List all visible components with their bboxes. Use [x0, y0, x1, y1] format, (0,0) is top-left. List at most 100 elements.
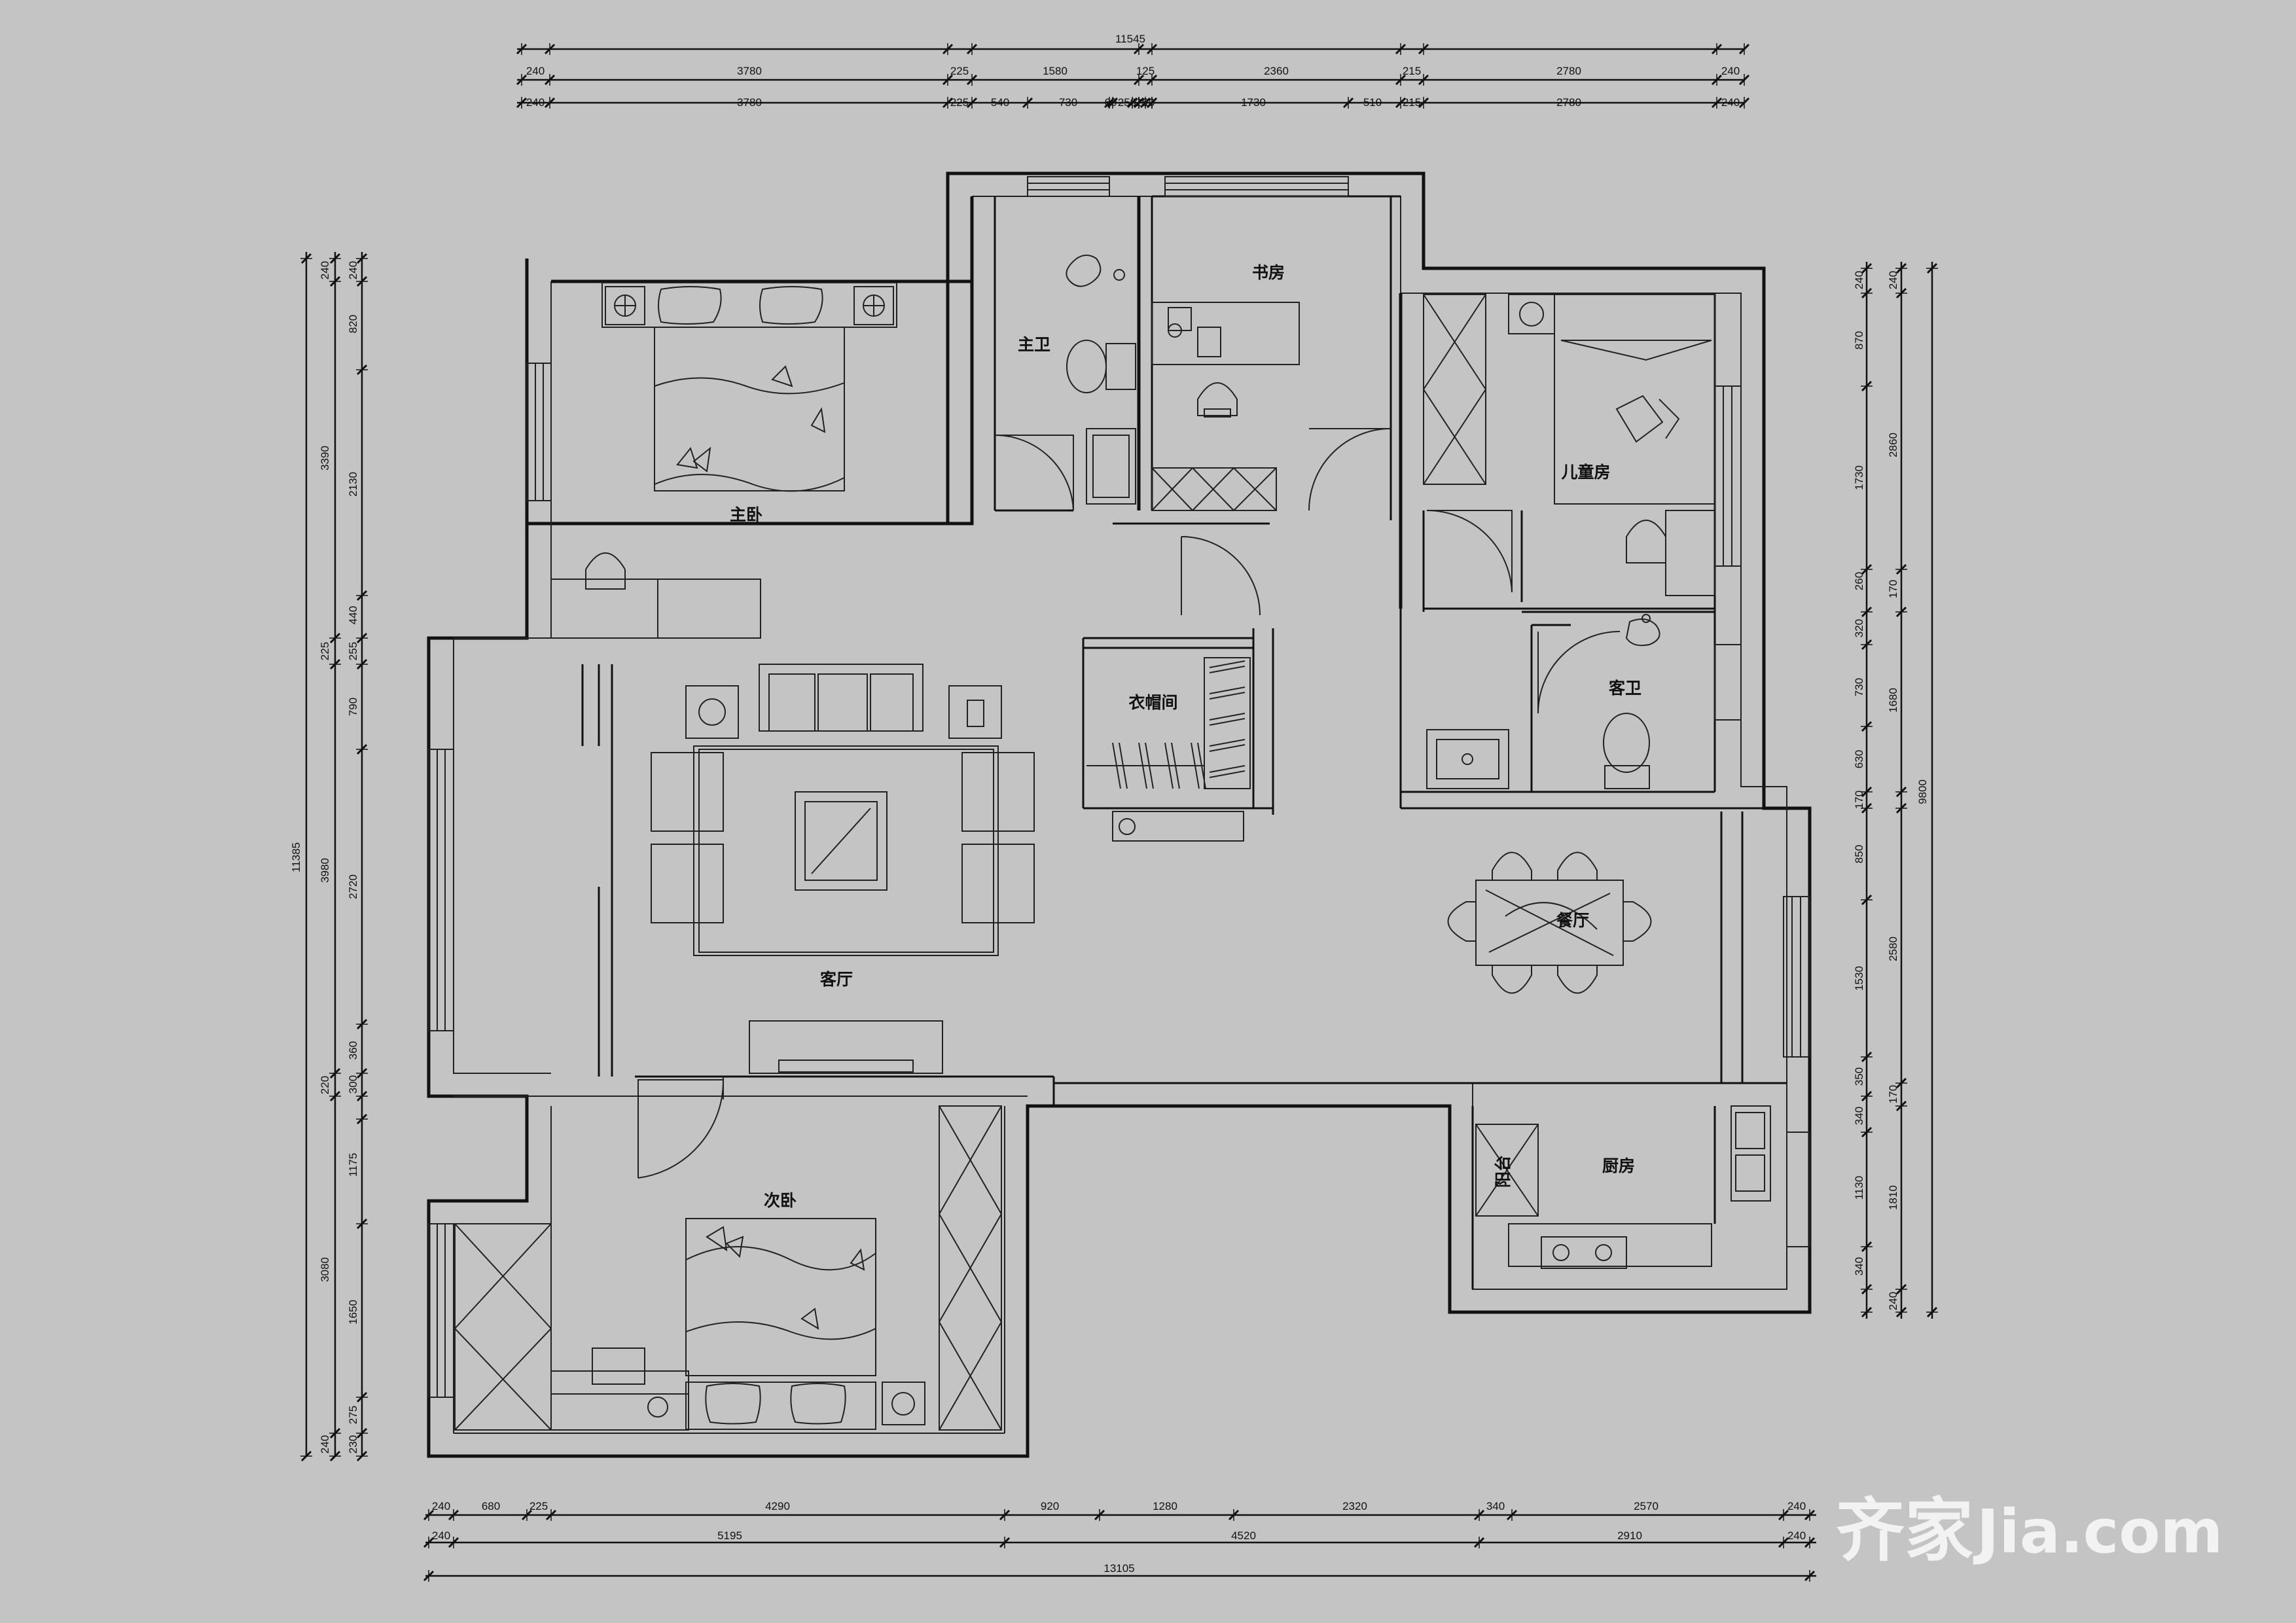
dim-top-row2-3: 540 [991, 96, 1009, 109]
watermark-domain: Jia.com [1973, 1497, 2223, 1567]
dim-bottom-row1-6: 2320 [1342, 1500, 1367, 1512]
dim-left-mid-1: 3390 [319, 446, 331, 471]
dim-left-inner-4: 255 [347, 642, 359, 660]
label-study: 书房 [1252, 263, 1285, 282]
dim-bottom-row1-9: 240 [1787, 1500, 1806, 1512]
dim-top-row1-1: 3780 [737, 65, 762, 77]
dim-left-mid-2: 225 [319, 642, 331, 660]
study-furniture [1151, 302, 1300, 511]
dim-top-row2-6: 250 [1118, 96, 1136, 109]
left-dimensions: 11385 240 3390 225 3980 220 3080 240 240 820 213… [290, 252, 368, 1462]
interior-walls [581, 195, 1787, 1289]
dim-bottom-row1-5: 1280 [1153, 1500, 1177, 1512]
dim-right-inner-6: 630 [1853, 750, 1865, 768]
dim-right-inner-2: 1730 [1853, 465, 1865, 490]
dim-right-mid-6: 1810 [1887, 1185, 1899, 1210]
dim-bottom-row1-7: 340 [1486, 1500, 1505, 1512]
dim-top-row2-4: 730 [1059, 96, 1077, 109]
dim-top-total: 11545 [1115, 33, 1145, 45]
dim-right-mid-5: 170 [1887, 1085, 1899, 1103]
dim-right-mid-2: 170 [1887, 580, 1899, 598]
dim-bottom-row1-4: 920 [1041, 1500, 1059, 1512]
dim-top-row1-5: 2360 [1264, 65, 1289, 77]
dim-top-row1-2: 225 [950, 65, 969, 77]
dim-right-total: 9800 [1916, 779, 1929, 804]
dim-left-mid-0: 240 [319, 261, 331, 279]
label-balcony: 阳台 [1494, 1155, 1513, 1188]
dim-top-row2-2: 225 [950, 96, 969, 109]
dim-top-row2-9: 1730 [1241, 96, 1266, 109]
walk-in-closet-fixtures [1086, 657, 1251, 842]
dim-left-inner-10: 1650 [347, 1300, 359, 1325]
dim-right-inner-5: 730 [1853, 678, 1865, 696]
dim-right-mid-1: 2860 [1887, 433, 1899, 457]
dim-left-mid-4: 220 [319, 1076, 331, 1094]
dim-right-mid-7: 240 [1887, 1292, 1899, 1310]
dim-right-inner-4: 320 [1853, 619, 1865, 637]
label-master-bath: 主卫 [1018, 335, 1050, 354]
dim-right-inner-8: 850 [1853, 845, 1865, 863]
dim-right-mid-0: 240 [1887, 271, 1899, 289]
windows [428, 176, 1810, 1398]
dim-left-inner-7: 360 [347, 1041, 359, 1060]
dim-left-mid-5: 3080 [319, 1257, 331, 1282]
dim-right-inner-12: 1130 [1853, 1176, 1865, 1200]
dim-left-inner-5: 790 [347, 698, 359, 716]
dim-left-inner-11: 275 [347, 1406, 359, 1424]
dim-bottom-row2-4: 240 [1787, 1529, 1806, 1542]
second-bedroom-furniture [454, 1105, 1002, 1431]
dim-left-inner-1: 820 [347, 315, 359, 333]
dim-top-row2-13: 240 [1721, 96, 1740, 109]
dim-right-inner-10: 350 [1853, 1067, 1865, 1086]
master-bedroom-furniture [550, 282, 897, 639]
dim-top-row2-7: 25 [1136, 96, 1148, 109]
dim-bottom-row2-0: 240 [432, 1529, 450, 1542]
dim-top-row2-10: 510 [1363, 96, 1382, 109]
dim-left-inner-2: 2130 [347, 472, 359, 497]
doors [637, 428, 1621, 1179]
label-master-bedroom: 主卧 [730, 505, 762, 524]
dim-top-row1-0: 240 [526, 65, 545, 77]
dim-left-total: 11385 [290, 842, 302, 872]
dim-bottom-row2-2: 4520 [1231, 1529, 1256, 1542]
dim-top-row2-0: 240 [526, 96, 545, 109]
dim-left-inner-9: 1175 [347, 1153, 359, 1177]
dim-bottom-row1-8: 2570 [1634, 1500, 1659, 1512]
dim-right-inner-0: 240 [1853, 271, 1865, 289]
room-labels: 主卧 主卫 书房 儿童房 客厅 衣帽间 客卫 餐厅 次卧 厨房 阳台 [730, 263, 1641, 1210]
dim-right-inner-11: 340 [1853, 1107, 1865, 1125]
dim-left-inner-12: 230 [347, 1435, 359, 1454]
dim-top-row1-8: 240 [1721, 65, 1740, 77]
dim-top-row2-11: 215 [1403, 96, 1421, 109]
dim-right-mid-3: 1680 [1887, 688, 1899, 713]
dim-bottom-row2-3: 2910 [1617, 1529, 1642, 1542]
dim-right-inner-1: 870 [1853, 331, 1865, 349]
dim-top-row2-1: 3780 [737, 96, 762, 109]
dim-left-mid-3: 3980 [319, 858, 331, 883]
dim-left-inner-6: 2720 [347, 874, 359, 899]
master-bath-fixtures [1066, 255, 1136, 505]
dim-top-row2-8: 20 [1143, 96, 1155, 109]
label-dining-room: 餐厅 [1556, 911, 1589, 930]
dim-left-inner-0: 240 [347, 261, 359, 279]
watermark: 齐家 Jia.com [1836, 1491, 2223, 1571]
dim-top-row1-3: 1580 [1043, 65, 1067, 77]
dim-right-inner-3: 260 [1853, 572, 1865, 590]
dim-top-row2-12: 2780 [1556, 96, 1581, 109]
dim-bottom-row1-2: 225 [529, 1500, 548, 1512]
dim-top-row1-6: 215 [1403, 65, 1421, 77]
dim-bottom-row1-0: 240 [432, 1500, 450, 1512]
label-guest-bath: 客卫 [1609, 679, 1641, 698]
dim-bottom-total: 13105 [1103, 1562, 1134, 1575]
kids-room-furniture [1423, 294, 1715, 596]
label-living-room: 客厅 [820, 970, 853, 989]
kitchen-fixtures [1475, 1105, 1771, 1269]
dim-left-mid-6: 240 [319, 1435, 331, 1454]
dim-top-row2-5: 60 [1105, 96, 1117, 109]
guest-bath-fixtures [1426, 614, 1660, 789]
label-walk-in-closet: 衣帽间 [1128, 693, 1177, 712]
dim-bottom-row1-3: 4290 [765, 1500, 790, 1512]
